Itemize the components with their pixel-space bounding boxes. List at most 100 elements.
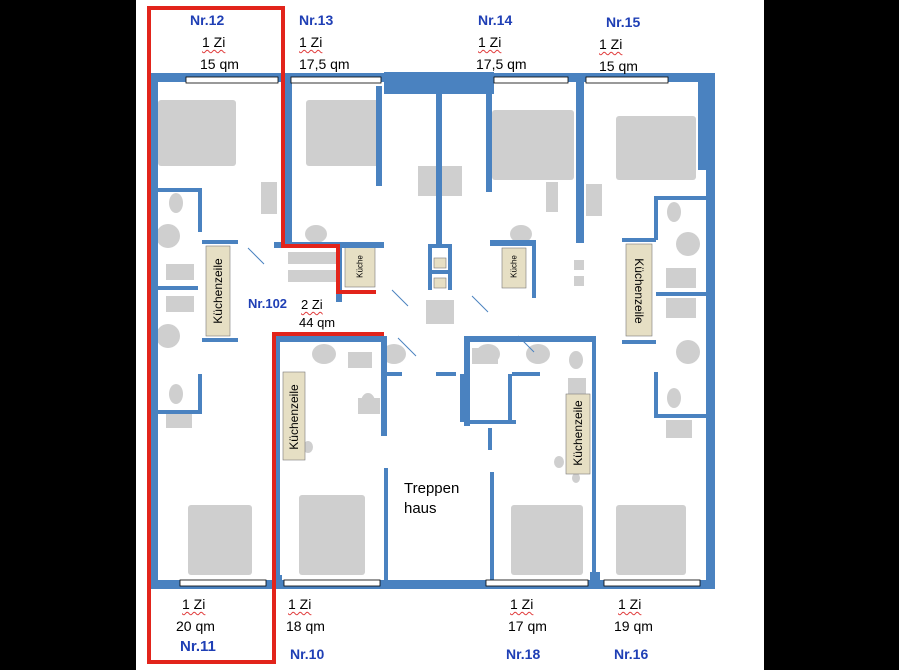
unit-16-rooms: 1 Zi [618,596,641,613]
wall-segment [428,244,452,248]
unit-10-rooms: 1 Zi [288,596,311,613]
bed [511,505,583,575]
unit-12-rooms: 1 Zi [202,34,225,51]
window [185,76,279,84]
floor-plan: Nr.12 1 Zi 15 qm Nr.13 1 Zi 17,5 qm Nr.1… [136,0,764,670]
outer-wall-right [706,73,715,588]
kitchen-counter [625,243,653,337]
door-layer [247,247,535,357]
unit-12-area: 15 qm [200,56,239,72]
door-swing [247,247,265,265]
chair [568,378,586,394]
unit-102-number: Nr.102 [248,296,288,311]
sink [166,410,192,428]
furniture-layer [156,100,700,575]
wall-segment [384,468,388,582]
unit-13-rooms: 1 Zi [299,34,322,51]
highlight-outline-unit-12-11 [147,6,384,664]
wall-segment [202,338,238,342]
stairwell-label-line1: Treppen [404,480,460,497]
wall-segment [272,336,384,342]
unit-14-number: Nr.14 [478,12,513,28]
chair [166,264,194,280]
wall-segment [386,372,402,376]
toilet [169,384,183,404]
shower [348,352,372,368]
basin [476,344,500,364]
kuechenzeile-label-16: Küchenzeile [632,258,646,324]
kitchen-counter [282,371,306,461]
wall-segment [490,472,494,580]
unit-15-rooms: 1 Zi [599,36,622,53]
divider-corridor [436,92,442,247]
stove [303,441,313,453]
wall-segment [202,240,238,244]
basin [510,225,532,243]
divider-12-13 [284,78,292,248]
outer-wall-left [149,73,158,588]
wall-segment [654,196,706,200]
bed [616,116,696,180]
kitchen-counter [565,393,591,475]
bed [299,495,365,575]
wall-segment [198,374,202,414]
bed [306,100,382,166]
wall-segment [512,372,540,376]
window [603,579,701,587]
basin [156,324,180,348]
wall-segment [464,336,470,426]
unit-15-area: 15 qm [599,58,638,74]
stairwell-label-line2: haus [404,500,437,517]
basin [676,232,700,256]
wall-segment [490,240,534,246]
wall-segment [448,244,452,290]
kitchen-counter [205,245,231,337]
kitchen-layer [205,243,653,475]
wall-segment [654,414,706,418]
basin [156,224,180,248]
bed [158,100,236,166]
bed [492,110,574,180]
wall-segment [654,372,658,416]
floor-plan-drawing [147,6,715,664]
highlight-layer [147,6,384,664]
unit-10-area: 18 qm [286,618,325,634]
unit-16-area: 19 qm [614,618,653,634]
unit-11-area: 20 qm [176,618,215,634]
unit-13-rooms-text: 1 Zi [299,34,323,50]
wall-segment [158,410,202,414]
toilet [169,193,183,213]
unit-102-area: 44 qm [299,315,336,330]
unit-10-rooms-text: 1 Zi [288,596,312,612]
divider-14-15 [576,78,584,243]
unit-18-rooms-text: 1 Zi [510,596,534,612]
unit-10-number: Nr.10 [290,646,325,662]
unit-16-number: Nr.16 [614,646,649,662]
kueche-label-14: Küche [509,255,519,278]
thick-wall-top-right [698,80,710,170]
divider-13-corridor [376,86,382,186]
kitchen-counter [501,247,527,289]
unit-15-number: Nr.15 [606,14,641,30]
wall-segment [464,336,594,342]
basin [526,344,550,364]
stool [574,276,584,286]
unit-18-area: 17 qm [508,618,547,634]
stool [574,260,584,270]
wall-segment [622,238,656,242]
sink [666,420,692,438]
toilet [361,393,375,411]
kueche-label-102: Küche [355,255,365,278]
desk [288,270,336,282]
window [485,579,589,587]
unit-11-number: Nr.11 [180,638,216,655]
wall-segment [508,374,512,424]
highlight-outline-kueche [277,6,376,294]
chair [666,268,696,288]
unit-16-rooms-text: 1 Zi [618,596,642,612]
wall-segment [592,336,596,584]
wall-segment [158,286,198,290]
window [283,579,381,587]
window [290,76,382,84]
toilet [667,202,681,222]
